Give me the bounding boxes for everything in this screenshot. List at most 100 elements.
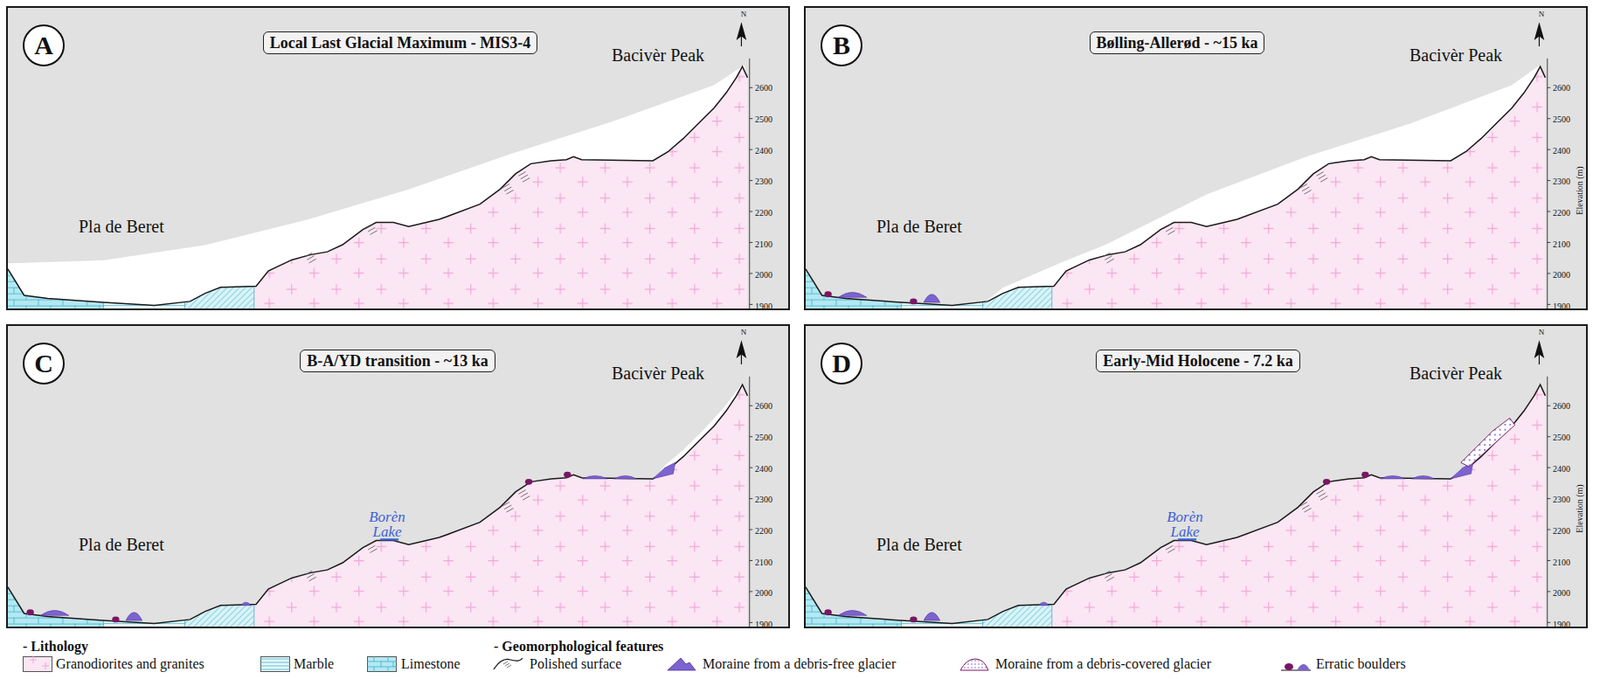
polished-surface-mark	[502, 502, 514, 513]
legend-swatch	[1281, 656, 1312, 672]
elevation-axis	[1547, 58, 1551, 309]
legend-sample	[959, 655, 990, 672]
elevation-tick-label: 2500	[1552, 115, 1571, 125]
legend-text: Marble	[293, 656, 334, 672]
legend-sample	[367, 656, 397, 672]
terrain-profile	[7, 66, 748, 305]
legend-text: Limestone	[401, 656, 461, 672]
polished-surface-mark	[366, 542, 378, 554]
ice-body	[7, 64, 748, 306]
polished-surface-mark	[1316, 172, 1328, 183]
debris-covered-moraine	[1461, 417, 1516, 467]
elevation-tick-label: 2000	[1552, 588, 1571, 598]
legend-text: Moraine from a debris-covered glacier	[995, 656, 1212, 672]
peak-name: Bacivèr Peak	[1409, 45, 1503, 66]
elevation-tick-label: 2500	[754, 115, 773, 125]
legend-swatch	[493, 656, 524, 672]
elevation-tick-label: 2500	[754, 433, 773, 443]
elevation-tick-label: 2000	[1552, 270, 1571, 280]
elevation-axis	[1547, 376, 1551, 627]
elevation-tick-label: 2500	[1552, 433, 1571, 443]
elevation-tick-label: 2600	[1552, 401, 1571, 411]
panel-title-box: B-A/YD transition - ~13 ka	[299, 349, 495, 374]
elevation-tick-label: 1900	[754, 302, 773, 311]
panel-letter: B	[832, 32, 851, 59]
panel-letter: A	[34, 32, 54, 59]
legend-text: Granodiorites and granites	[55, 656, 205, 672]
polished-surface-mark	[1300, 502, 1312, 513]
peak-name: Bacivèr Peak	[611, 363, 705, 384]
marble-layer	[900, 294, 983, 309]
legend-text: Moraine from a debris-free glacier	[702, 656, 896, 672]
polished-surface-mark	[1316, 490, 1328, 501]
polished-surface-mark	[366, 224, 378, 236]
lake-name: Borèn Lake	[365, 509, 409, 540]
place-name: Pla de Beret	[78, 216, 165, 237]
legend-swatch	[960, 656, 991, 672]
elevation-tick-label: 2200	[1552, 526, 1571, 536]
legend-sample	[1281, 655, 1311, 672]
legend-swatch	[260, 656, 291, 672]
marble-layer	[103, 612, 185, 627]
elevation-tick-label: 2300	[1552, 177, 1571, 187]
north-arrow	[736, 339, 748, 365]
polished-surface-mark	[1300, 184, 1312, 195]
terrain-profile	[805, 384, 1545, 624]
moraine	[125, 612, 143, 621]
polished-surface-mark	[1163, 542, 1176, 554]
legend-text: Erratic boulders	[1316, 656, 1407, 672]
panel-letter-circle: C	[22, 342, 65, 385]
erratic-boulder	[1322, 478, 1330, 485]
elevation-tick-label: 2400	[1552, 146, 1571, 156]
polished-surface-mark	[518, 172, 530, 183]
limestone-ground	[7, 325, 186, 627]
elevation-tick-label: 2100	[1552, 240, 1571, 250]
elevation-tick-label: 1900	[754, 620, 773, 629]
elevation-tick-label: 2600	[754, 401, 773, 411]
moraine	[1038, 602, 1050, 605]
legend-swatch	[667, 656, 698, 672]
legend-sample	[666, 655, 697, 672]
erratic-boulder	[26, 609, 34, 616]
granite-ground	[805, 384, 1545, 627]
panel-letter: D	[831, 350, 852, 377]
lake-name: Borèn Lake	[1163, 509, 1207, 540]
elevation-tick-label: 2300	[754, 495, 773, 505]
erratic-boulder	[111, 616, 119, 623]
elevation-tick-label: 2200	[754, 526, 773, 536]
erratic-boulder	[909, 616, 917, 623]
north-label: N	[1538, 328, 1545, 337]
panel-letter-circle: B	[820, 24, 863, 67]
legend-sample	[260, 656, 291, 672]
panel-title: Early-Mid Holocene - 7.2 ka	[1102, 352, 1293, 370]
terrain-profile	[7, 384, 748, 624]
marble-layer	[900, 612, 983, 627]
legend-text: Polished surface	[529, 656, 622, 672]
elevation-tick-label: 2100	[1552, 558, 1571, 568]
elevation-tick-label: 2300	[754, 177, 773, 187]
elevation-tick-label: 2000	[754, 270, 773, 280]
axis-title: Elevation (m)	[1575, 484, 1585, 533]
legend-swatch	[22, 656, 53, 672]
terrain-profile	[805, 66, 1545, 305]
polished-surface-mark	[518, 490, 530, 501]
north-label: N	[1538, 10, 1545, 19]
panel: C B-A/YD transition - ~13 ka Bacivèr PeakP…	[6, 324, 790, 629]
elevation-tick-label: 1900	[1552, 620, 1571, 629]
place-name: Pla de Beret	[78, 534, 165, 555]
north-label: N	[741, 328, 748, 337]
north-label: N	[741, 10, 748, 19]
elevation-tick-label: 2200	[754, 208, 773, 218]
moraine	[582, 475, 608, 478]
marble-hatched-ground	[983, 325, 1053, 627]
legend-sample	[22, 656, 53, 672]
erratic-boulder	[824, 609, 832, 616]
panel: DEarly-Mid Holocene - 7.2 kaBacivèr Peak…	[803, 324, 1588, 629]
legend-heading: - Geomorphological features	[493, 638, 664, 655]
granite-ground	[805, 66, 1545, 309]
north-arrow	[1534, 339, 1545, 365]
granite-ground	[7, 384, 748, 627]
legend-sample	[492, 655, 523, 672]
erratic-boulder	[525, 478, 533, 485]
